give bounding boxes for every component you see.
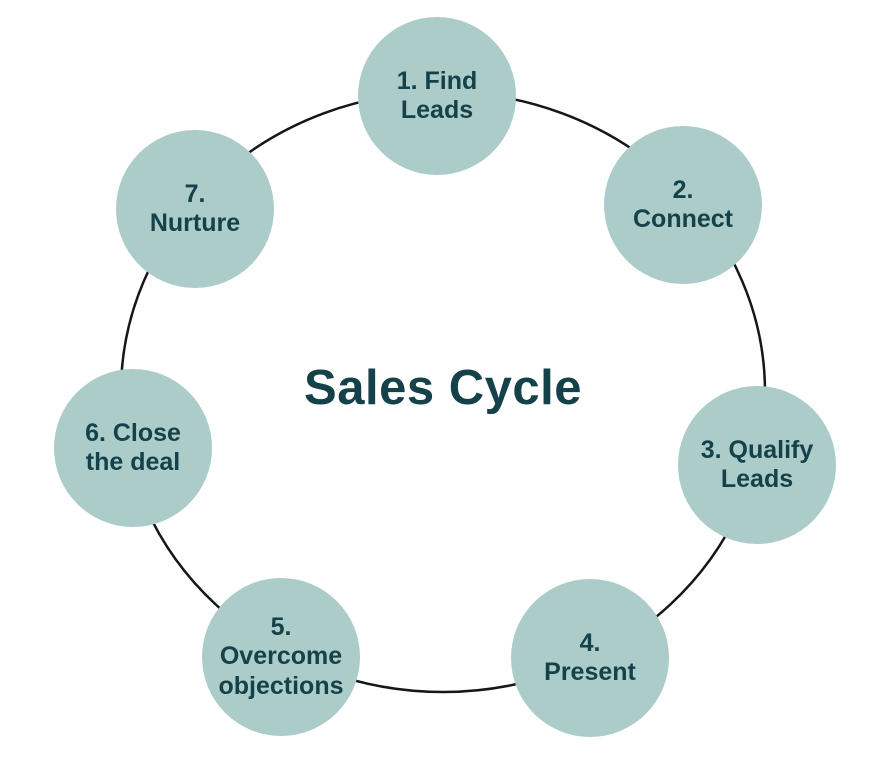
step-circle-2: 2. Connect	[604, 126, 762, 284]
diagram-title: Sales Cycle	[304, 361, 582, 415]
step-circle-3: 3. Qualify Leads	[678, 386, 836, 544]
step-circle-1: 1. Find Leads	[358, 17, 516, 175]
step-label-7: 7. Nurture	[149, 179, 241, 238]
step-label-1: 1. Find Leads	[396, 66, 478, 125]
step-label-3: 3. Qualify Leads	[700, 435, 814, 494]
step-circle-7: 7. Nurture	[116, 130, 274, 288]
step-label-5: 5. Overcome objections	[218, 612, 344, 700]
step-circle-4: 4. Present	[511, 579, 669, 737]
step-label-4: 4. Present	[544, 628, 636, 687]
step-label-2: 2. Connect	[633, 175, 733, 234]
step-circle-5: 5. Overcome objections	[202, 578, 360, 736]
step-circle-6: 6. Close the deal	[54, 369, 212, 527]
step-label-6: 6. Close the deal	[85, 418, 181, 477]
